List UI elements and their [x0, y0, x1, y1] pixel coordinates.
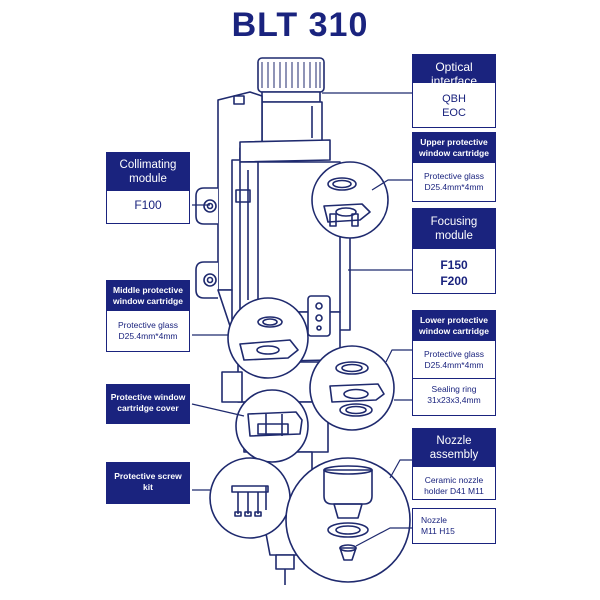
callout-line: D25.4mm*4mm [424, 360, 484, 370]
leader-lines [191, 92, 412, 547]
detail-screw-kit [209, 457, 291, 539]
callout-cover: Protective window cartridge cover [106, 384, 190, 424]
callout-focusing: Focusing module F150 F200 [412, 208, 496, 294]
callout-line: Protective glass [118, 320, 178, 330]
detail-upper-window [311, 161, 389, 239]
callout-line: EOC [442, 107, 466, 119]
callout-header: Focusing module [413, 209, 495, 249]
callout-line: 31x23x3,4mm [427, 395, 481, 405]
callout-line: M11 H15 [421, 526, 455, 536]
callout-header: Optical interface [413, 55, 495, 88]
callout-line: QBH [442, 93, 466, 105]
callout-middle-window: Middle protective window cartridge Prote… [106, 280, 190, 352]
callout-line: Protective glass [424, 349, 484, 359]
callout-nozzle: Nozzle M11 H15 [412, 508, 496, 544]
qbh-connector [257, 57, 325, 143]
detail-middle-window [227, 297, 309, 379]
callout-upper-window: Upper protective window cartridge Protec… [412, 132, 496, 202]
callout-optical-interface: Optical interface QBH EOC [412, 54, 496, 128]
callout-line: F100 [134, 198, 162, 212]
callout-line: Sealing ring [431, 384, 477, 394]
callout-line: Protective glass [424, 171, 484, 181]
callout-header: Middle protective window cartridge [107, 281, 189, 311]
callout-header: Collimating module [107, 153, 189, 191]
callout-header: Protective window cartridge cover [107, 385, 189, 421]
callout-header: Protective screw kit [107, 463, 189, 501]
detail-nozzle-assembly [285, 457, 411, 583]
callout-line: D25.4mm*4mm [118, 331, 178, 341]
callout-collimating: Collimating module F100 [106, 152, 190, 224]
page-title: BLT 310 [231, 6, 369, 44]
callout-header: Lower protective window cartridge [413, 311, 495, 341]
callout-line: Ceramic nozzle [424, 475, 484, 485]
callout-line: F200 [440, 274, 468, 288]
detail-cover [235, 389, 309, 463]
detail-lower-window [309, 345, 395, 431]
callout-nozzle-assembly: Nozzle assembly Ceramic nozzle holder D4… [412, 428, 496, 500]
callout-header: Nozzle assembly [413, 429, 495, 467]
callout-header: Upper protective window cartridge [413, 133, 495, 163]
callout-lower-window: Lower protective window cartridge Protec… [412, 310, 496, 416]
callout-screw-kit: Protective screw kit [106, 462, 190, 504]
callout-line: Nozzle [421, 515, 447, 525]
callout-line: holder D41 M11 [424, 486, 484, 496]
callout-line: F150 [440, 258, 468, 272]
callout-line: D25.4mm*4mm [424, 182, 484, 192]
